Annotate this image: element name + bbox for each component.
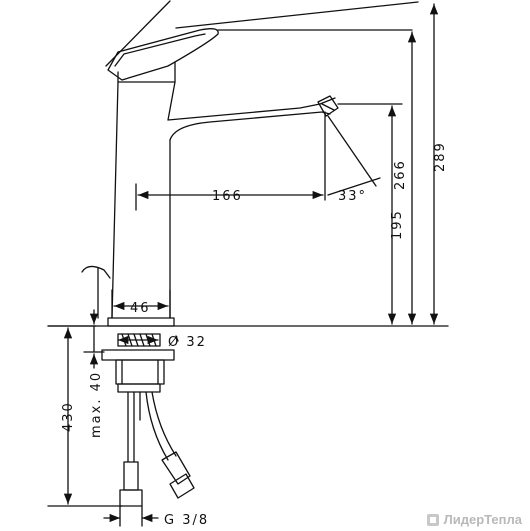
handle-swing-line	[105, 0, 171, 67]
max-thickness-label: max. 40	[89, 371, 104, 438]
dim-line-spray-angle	[327, 177, 381, 196]
fixing-nut-lower	[117, 383, 161, 393]
hose-length-label: 430	[61, 401, 76, 432]
hose-nut-left	[119, 489, 143, 507]
hose-right	[145, 391, 177, 461]
hose-fitting-right	[161, 451, 191, 485]
hose-left	[127, 391, 135, 463]
popup-lever	[81, 265, 111, 279]
base-diameter-label: Ø 32	[168, 335, 207, 350]
spout-height-label: 195	[390, 209, 405, 240]
handle-lever-inner	[114, 33, 206, 67]
watermark-text: ЛидерТепла	[443, 512, 522, 527]
spray-angle-label: 33°	[338, 189, 367, 204]
reach-label: 166	[212, 189, 243, 204]
spout-nozzle-line	[321, 103, 335, 111]
handle-lever	[107, 28, 219, 81]
hose-fitting-left	[123, 461, 139, 491]
faucet-body	[111, 81, 336, 319]
spout-nozzle	[317, 95, 339, 117]
watermark: ЛидерТепла	[426, 512, 522, 527]
base-plate	[107, 317, 175, 327]
body-height-label: 266	[393, 159, 408, 190]
handle-base	[117, 61, 176, 83]
watermark-logo-icon	[426, 513, 439, 526]
hose-nut-right	[169, 473, 195, 499]
thread-label: G 3/8	[164, 513, 209, 528]
fixing-washer	[101, 349, 175, 361]
total-height-label: 289	[433, 141, 448, 172]
base-width-label: 46	[130, 301, 151, 316]
fixing-nut	[115, 359, 165, 385]
